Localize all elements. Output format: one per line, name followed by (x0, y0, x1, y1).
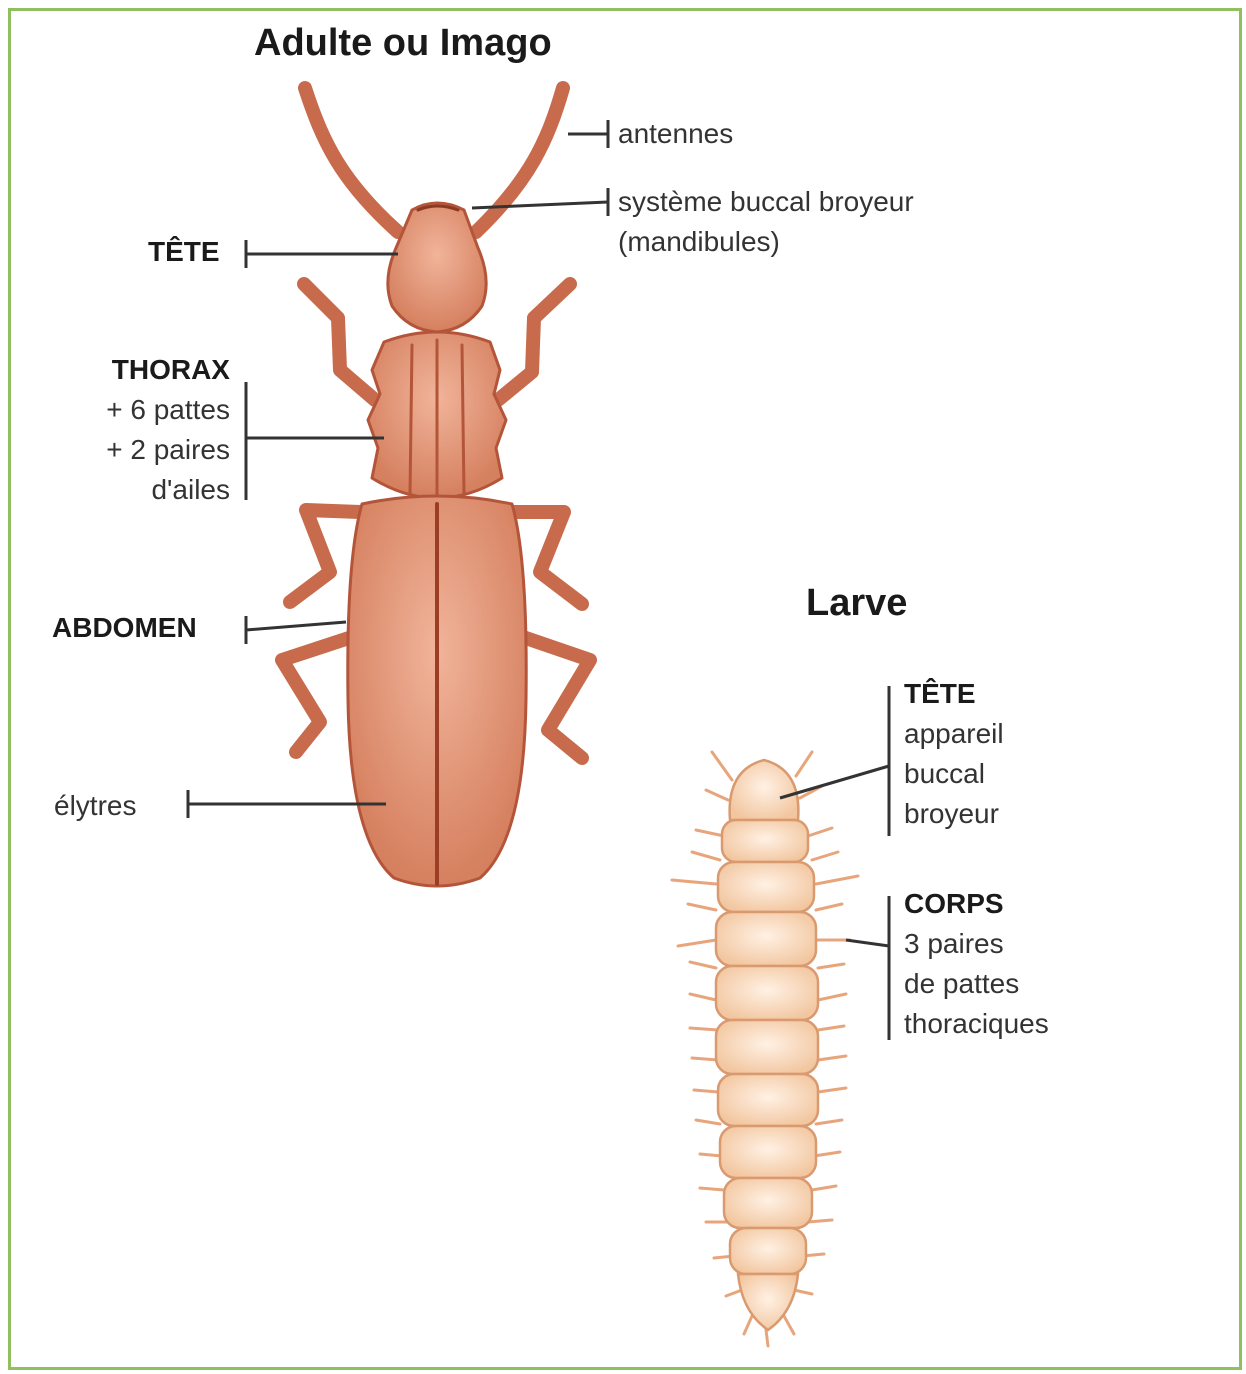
leg-front-right (498, 284, 570, 400)
larva (672, 752, 858, 1346)
label-abdomen: ABDOMEN (52, 608, 197, 648)
larva-body (716, 760, 818, 1330)
leg-hind-left (282, 636, 355, 752)
adult-beetle (282, 88, 590, 886)
label-antennes: antennes (618, 114, 733, 154)
label-buccal-line2: (mandibules) (618, 222, 914, 262)
leg-hind-right (520, 636, 590, 758)
label-thorax: THORAX (40, 350, 230, 390)
adult-head (388, 203, 486, 332)
label-buccal-line1: système buccal broyeur (618, 182, 914, 222)
label-elytres: élytres (54, 786, 136, 826)
label-corps-line2: de pattes (904, 964, 1049, 1004)
label-tete-line3: broyeur (904, 794, 1004, 834)
label-buccal-system: système buccal broyeur (mandibules) (618, 182, 914, 262)
label-larva-body-group: CORPS 3 paires de pattes thoraciques (904, 884, 1049, 1044)
label-corps-line1: 3 paires (904, 924, 1049, 964)
label-thorax-legs: + 6 pattes (40, 390, 230, 430)
label-tete-line2: buccal (904, 754, 1004, 794)
adult-title: Adulte ou Imago (254, 22, 552, 65)
label-thorax-group: THORAX + 6 pattes + 2 paires d'ailes (40, 350, 230, 510)
leg-front-left (304, 284, 375, 400)
label-thorax-wings1: + 2 paires (40, 430, 230, 470)
label-thorax-wings2: d'ailes (40, 470, 230, 510)
larva-head (730, 760, 799, 820)
label-corps: CORPS (904, 884, 1049, 924)
label-corps-line3: thoraciques (904, 1004, 1049, 1044)
label-tete-larva: TÊTE (904, 674, 1004, 714)
left-antenna (305, 88, 398, 232)
label-larva-head-group: TÊTE appareil buccal broyeur (904, 674, 1004, 834)
label-tete-adult: TÊTE (148, 232, 220, 272)
label-tete-line1: appareil (904, 714, 1004, 754)
right-antenna (476, 88, 563, 232)
larva-title: Larve (806, 582, 907, 625)
